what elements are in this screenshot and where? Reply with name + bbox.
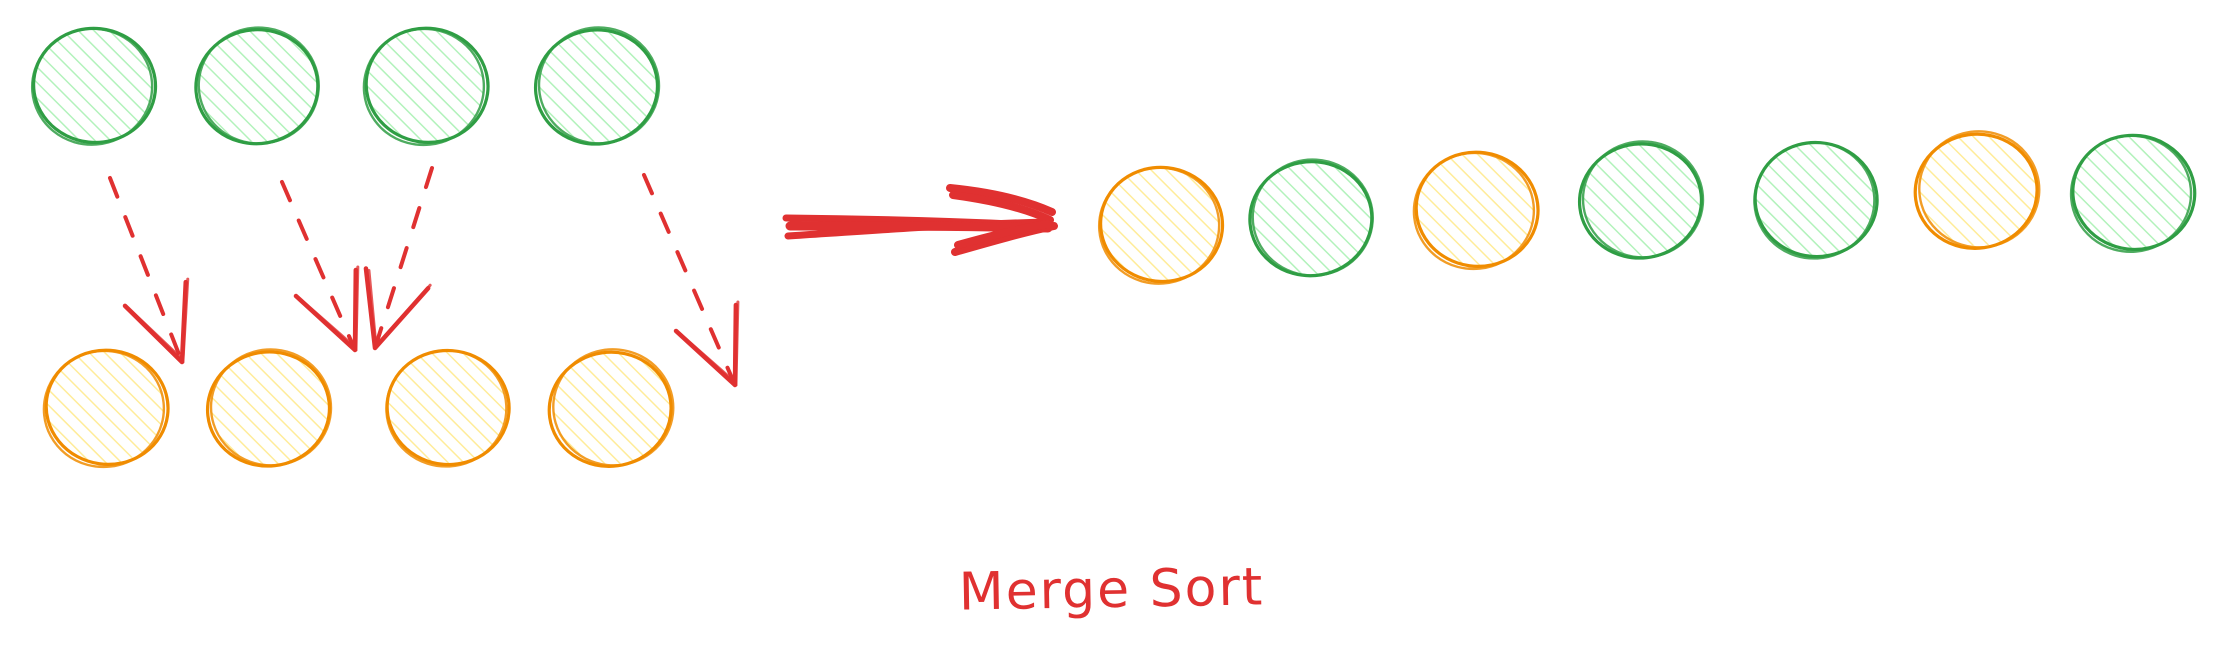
bottom-row-nodes — [42, 348, 675, 469]
result-node-7 — [2069, 133, 2197, 253]
split-arrow-4 — [642, 173, 740, 388]
bottom-node-4 — [547, 348, 675, 468]
result-node-3 — [1412, 150, 1540, 271]
top-node-4 — [533, 26, 661, 146]
result-node-2 — [1248, 158, 1374, 278]
arrow-right-icon — [782, 184, 1058, 256]
result-node-6 — [1913, 130, 2041, 250]
bottom-node-1 — [42, 348, 170, 469]
top-node-3 — [362, 26, 490, 147]
top-node-1 — [30, 26, 158, 146]
split-arrow-3 — [363, 166, 434, 351]
result-row-nodes — [1097, 130, 2197, 285]
split-arrow-1 — [108, 176, 190, 365]
top-node-2 — [194, 26, 320, 146]
dashed-split-arrows — [108, 166, 740, 388]
bottom-node-2 — [205, 348, 333, 468]
split-arrow-2 — [280, 180, 360, 353]
result-node-4 — [1577, 140, 1705, 260]
result-node-1 — [1097, 165, 1225, 285]
top-row-nodes — [30, 26, 661, 147]
result-node-5 — [1753, 140, 1879, 260]
bottom-node-3 — [385, 348, 511, 468]
